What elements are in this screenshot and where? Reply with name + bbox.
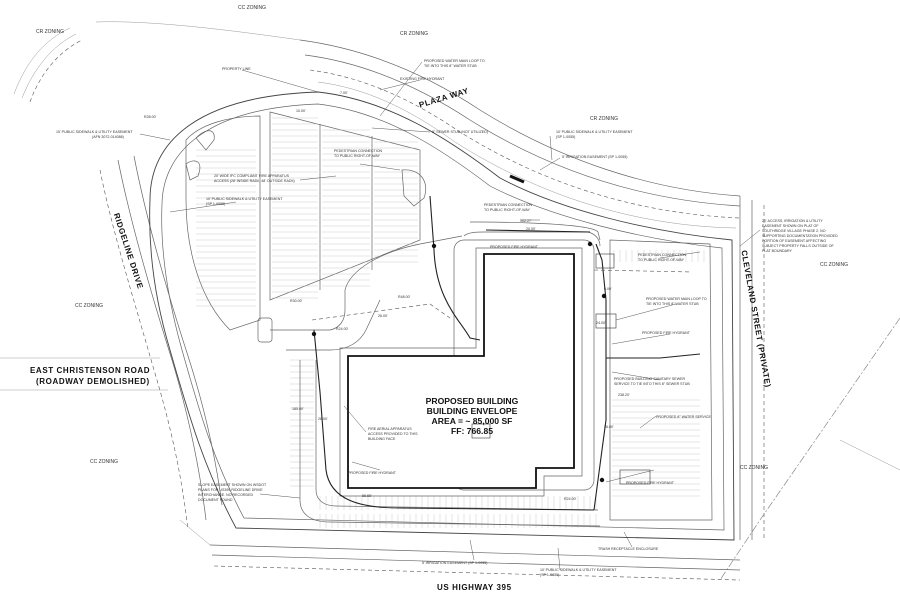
note-water-loop-top-2: TIE INTO THIS 8" WATER STUB [424, 64, 477, 68]
parking-field-west [185, 111, 421, 331]
zoning-cc-bottomleft: CC ZONING [90, 459, 118, 465]
note-irrigation-bottom: 5' IRRIGATION EASEMENT (SP 1-0055) [422, 561, 487, 565]
zoning-cc-top: CC ZONING [238, 5, 266, 11]
note-slope-easement-2: PLANS FOR US395 RIDGELINE DRIVE [198, 488, 263, 492]
dim-185-00: 185.00' [292, 407, 304, 411]
zoning-cr-topmid: CR ZONING [400, 31, 428, 37]
note-sidewalk-easement-top-1: 10' PUBLIC SIDEWALK & UTILITY EASEMENT [556, 130, 633, 134]
note-access-easement-2: EASEMENT SHOWN ON PLAT OF [762, 224, 819, 228]
note-irrigation-easement-top: 5' IRRIGATION EASEMENT (SP 1-0055) [562, 155, 627, 159]
dim-r28-a: R28.00' [144, 115, 157, 119]
note-sidewalk-easement-left-2: (AFN 3072-014088) [92, 135, 124, 139]
note-sidewalk-easement-left-1: 15' PUBLIC SIDEWALK & UTILITY EASEMENT [56, 130, 133, 134]
dim-r30: R30.00' [290, 299, 303, 303]
building-title: PROPOSED BUILDING [426, 396, 519, 406]
dim-24-00: 24.00' [596, 321, 606, 325]
note-sidewalk-bottom-1: 10' PUBLIC SIDEWALK & UTILITY EASEMENT [540, 568, 617, 572]
note-ped-connection-mid-2: TO PUBLIC RIGHT-OF-WAY [484, 208, 531, 212]
property-line [149, 91, 735, 541]
dim-26-00-c: 26.00' [318, 417, 328, 421]
inner-curb-line [161, 103, 725, 531]
note-access-easement-6: SUBJECT PROPERTY FALLS OUTSIDE OF [762, 244, 834, 248]
note-access-easement-7: PLAT BOUNDARY [762, 249, 793, 253]
dim-7-00: 7.00' [340, 91, 348, 95]
note-slope-easement-4: DOCUMENT FOUND [198, 498, 233, 502]
east-christenson-road-label: EAST CHRISTENSON ROAD [30, 366, 150, 375]
landscape-islands [185, 130, 426, 343]
dim-r24-b: R24.00' [564, 497, 577, 501]
note-proposed-hydrant-c: PROPOSED FIRE HYDRANT [348, 471, 397, 475]
dim-102-27: 102.27' [520, 219, 532, 223]
note-access-easement-4: SUPPORTING DOCUMENTATION PROVIDED [762, 234, 838, 238]
utility-lines [311, 195, 701, 511]
note-slope-easement-1: SLOPE EASEMENT SHOWN ON WSDOT [198, 483, 267, 487]
note-fire-apparatus-2: ACCESS (28' INSIDE RADII, 48' OUTSIDE RA… [214, 179, 295, 183]
note-slope-easement-3: INTERCHANGE. NO RECORDED [198, 493, 254, 497]
dim-56-65: 56.65' [362, 494, 372, 498]
note-ped-connection-top-2: TO PUBLIC RIGHT-OF-WAY [334, 154, 381, 158]
note-sidewalk-easement-mid-2: (SP 1-0055) [206, 202, 225, 206]
utility-structures [311, 174, 651, 485]
dim-26-00-b: 26.00' [604, 425, 614, 429]
note-access-easement-1: 20' ACCESS, IRRIGATION & UTILITY [762, 219, 823, 223]
note-ped-connection-right-2: TO PUBLIC RIGHT-OF-WAY [638, 258, 685, 262]
note-fire-aerial-1: FIRE AERIAL APPARATUS [368, 427, 412, 431]
note-sidewalk-bottom-2: (SP 1-0055) [540, 573, 559, 577]
note-access-easement-5: PORTION OF EASEMENT AFFECTING [762, 239, 826, 243]
zoning-cc-bottomright: CC ZONING [740, 465, 768, 471]
building-envelope-label: BUILDING ENVELOPE [427, 406, 518, 416]
cleveland-street-label: CLEVELAND STREET (PRIVATE) [739, 250, 772, 389]
note-sanitary-sewer-2: SERVICE TO TIE INTO THIS 8" SEWER STUB [614, 382, 690, 386]
dim-r48: R48.00' [398, 295, 411, 299]
roadway-demolished-label: (ROADWAY DEMOLISHED) [36, 377, 150, 386]
context-linework [0, 21, 900, 581]
note-water-loop-top-1: PROPOSED WATER MAIN LOOP TO [424, 59, 485, 63]
note-water-service: PROPOSED 8" WATER SERVICE [656, 415, 712, 419]
zoning-cr-topright: CR ZONING [590, 116, 618, 122]
note-sanitary-sewer-1: PROPOSED BUILDING SANITARY SEWER [614, 377, 685, 381]
note-water-loop-right-1: PROPOSED WATER MAIN LOOP TO [646, 297, 707, 301]
note-proposed-hydrant-d: PROPOSED FIRE HYDRANT [626, 481, 675, 485]
note-water-loop-right-2: TIE INTO THIS 8" WATER STUB [646, 302, 699, 306]
zoning-cc-left: CC ZONING [75, 303, 103, 309]
dim-10-00-a: 10.00' [296, 109, 306, 113]
dim-20-00: 20.00' [526, 227, 536, 231]
annotation-leaders [139, 61, 761, 571]
note-sidewalk-easement-mid-1: 10' PUBLIC SIDEWALK & UTILITY EASEMENT [206, 197, 283, 201]
dim-6-00: 6.00' [604, 287, 612, 291]
note-access-easement-3: SOUTHRIDGE VILLAGE PHASE 2. NO [762, 229, 826, 233]
note-trash-enclosure: TRASH RECEPTACLE ENCLOSURE [598, 547, 659, 551]
note-sewer-stub: 8" SEWER STUB (NOT UTILIZED) [432, 130, 488, 134]
building-area-label: AREA = ~ 85,000 SF [432, 416, 513, 426]
note-fire-aerial-3: BUILDING FACE [368, 437, 396, 441]
zoning-cc-right: CC ZONING [820, 262, 848, 268]
zoning-cr-topleft: CR ZONING [36, 29, 64, 35]
note-fire-aerial-2: ACCESS PROVIDED TO THIS [368, 432, 418, 436]
note-ped-connection-right-1: PEDESTRIAN CONNECTION [638, 253, 687, 257]
dim-r24-a: R24.00' [336, 327, 349, 331]
plan-notes: PROPOSED WATER MAIN LOOP TO TIE INTO THI… [56, 59, 838, 577]
note-proposed-hydrant-a: PROPOSED FIRE HYDRANT [490, 245, 539, 249]
parking-stalls [196, 117, 705, 528]
note-ped-connection-mid-1: PEDESTRIAN CONNECTION [484, 203, 533, 207]
plaza-way-label: PLAZA WAY [418, 86, 470, 110]
note-existing-hydrant: EXISTING FIRE HYDRANT [400, 77, 445, 81]
note-proposed-hydrant-b: PROPOSED FIRE HYDRANT [642, 331, 691, 335]
note-ped-connection-top-1: PEDESTRIAN CONNECTION [334, 149, 383, 153]
note-sidewalk-easement-top-2: (SP 1-0055) [556, 135, 575, 139]
building-ff-label: FF: 766.85 [451, 426, 493, 436]
dimension-labels: 7.00' 10.00' R28.00' 20.00' 102.27' R30.… [144, 91, 630, 501]
us-highway-395-label: US HIGHWAY 395 [437, 583, 512, 592]
dim-26-00-a: 26.00' [378, 314, 388, 318]
note-property-line: PROPERTY LINE [222, 67, 251, 71]
proposed-building-envelope [347, 253, 575, 489]
note-fire-apparatus-1: 20' WIDE IFC COMPLIANT FIRE APPARATUS [214, 174, 290, 178]
dim-238-20: 238.20' [618, 393, 630, 397]
